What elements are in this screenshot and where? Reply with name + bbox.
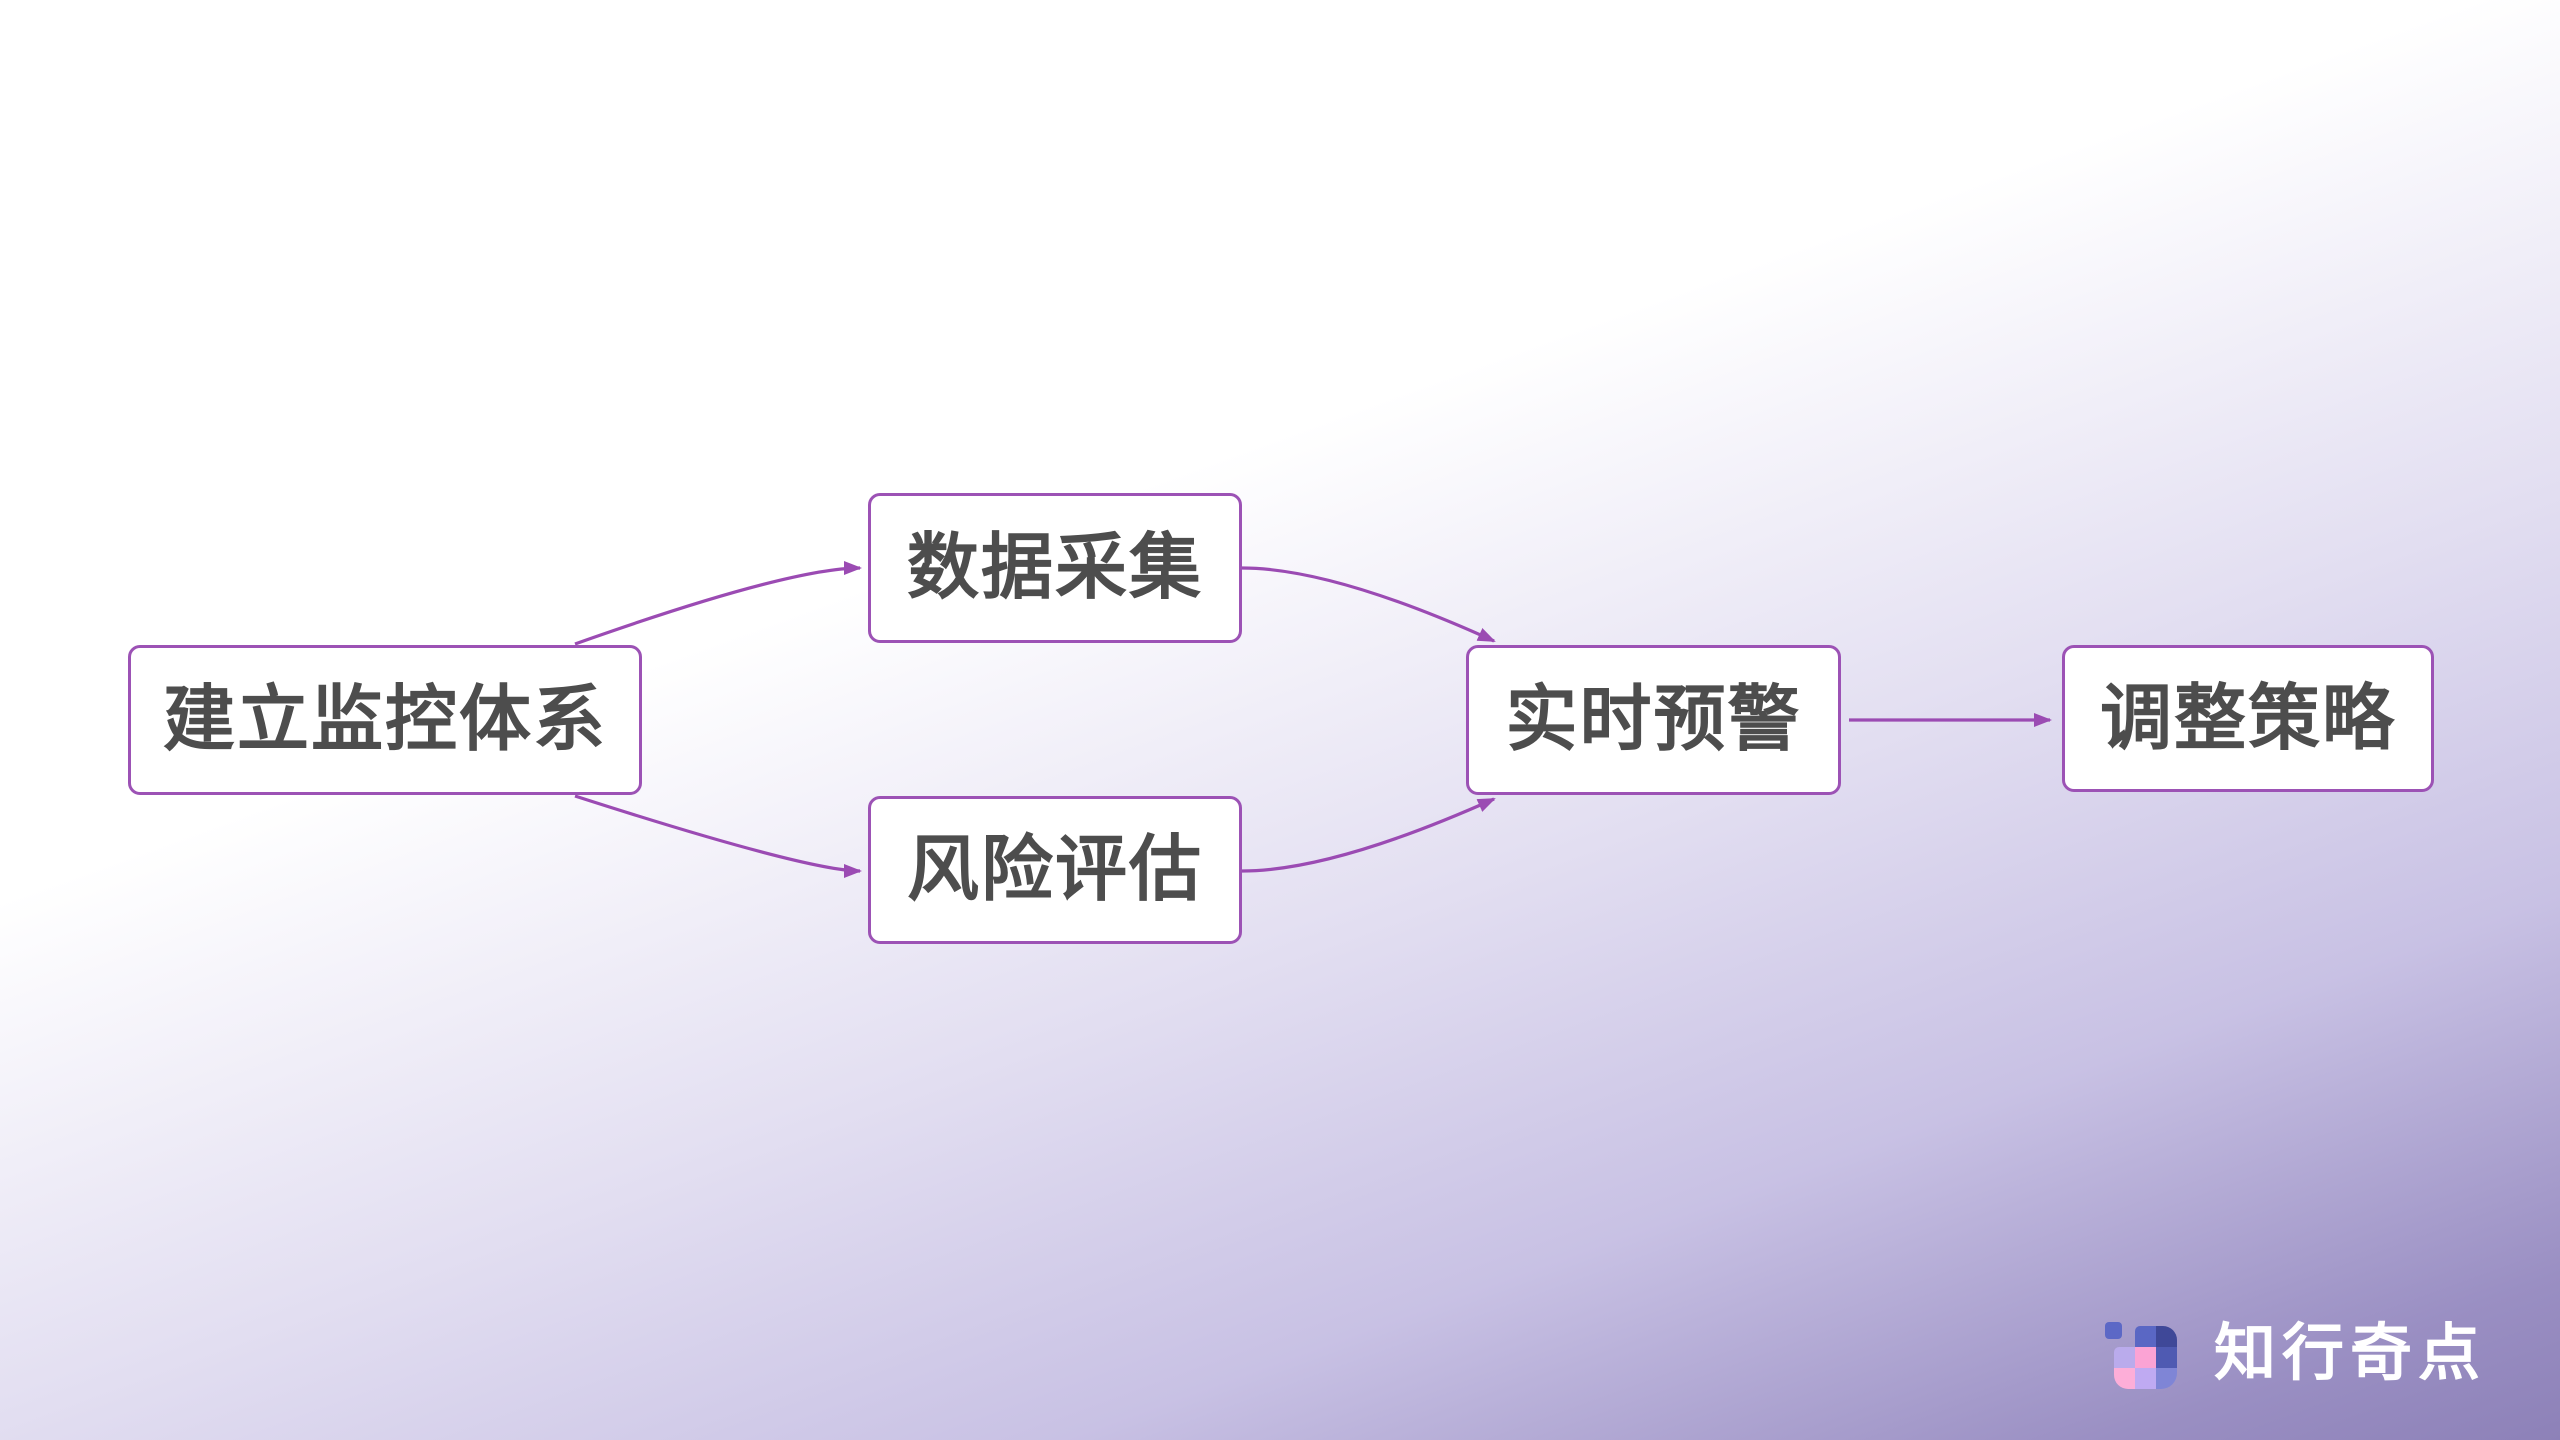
logo-mosaic-square bbox=[2156, 1326, 2177, 1347]
node-label: 调整策略 bbox=[2099, 678, 2396, 759]
logo-mosaic-square bbox=[2156, 1368, 2177, 1389]
node-label: 实时预警 bbox=[1505, 680, 1802, 760]
logo-mosaic-square bbox=[2114, 1368, 2135, 1389]
node-risk-assessment: 风险评估 bbox=[868, 796, 1242, 944]
node-label: 风险评估 bbox=[906, 830, 1203, 910]
brand-logo: 知行奇点 bbox=[2104, 1318, 2486, 1390]
node-label: 建立监控体系 bbox=[162, 680, 607, 760]
node-label: 数据采集 bbox=[906, 528, 1203, 608]
brand-logo-icon bbox=[2104, 1318, 2178, 1390]
logo-mosaic-square bbox=[2114, 1347, 2135, 1368]
logo-mosaic-square bbox=[2135, 1326, 2156, 1347]
logo-mosaic-square bbox=[2135, 1368, 2156, 1389]
node-data-collection: 数据采集 bbox=[868, 493, 1242, 643]
edge-collect-to-warning bbox=[1241, 566, 1496, 643]
edge-establish-to-collect bbox=[574, 561, 862, 646]
node-real-time-warning: 实时预警 bbox=[1466, 645, 1841, 795]
brand-logo-text: 知行奇点 bbox=[2214, 1319, 2487, 1388]
node-adjust-strategy: 调整策略 bbox=[2062, 645, 2434, 792]
logo-mosaic-square bbox=[2135, 1347, 2156, 1368]
node-establish-monitoring-system: 建立监控体系 bbox=[128, 645, 642, 795]
edge-establish-to-risk bbox=[574, 794, 862, 878]
logo-mosaic-square bbox=[2156, 1347, 2177, 1368]
edge-risk-to-warning bbox=[1241, 797, 1496, 873]
logo-mosaic-square bbox=[2105, 1322, 2122, 1339]
